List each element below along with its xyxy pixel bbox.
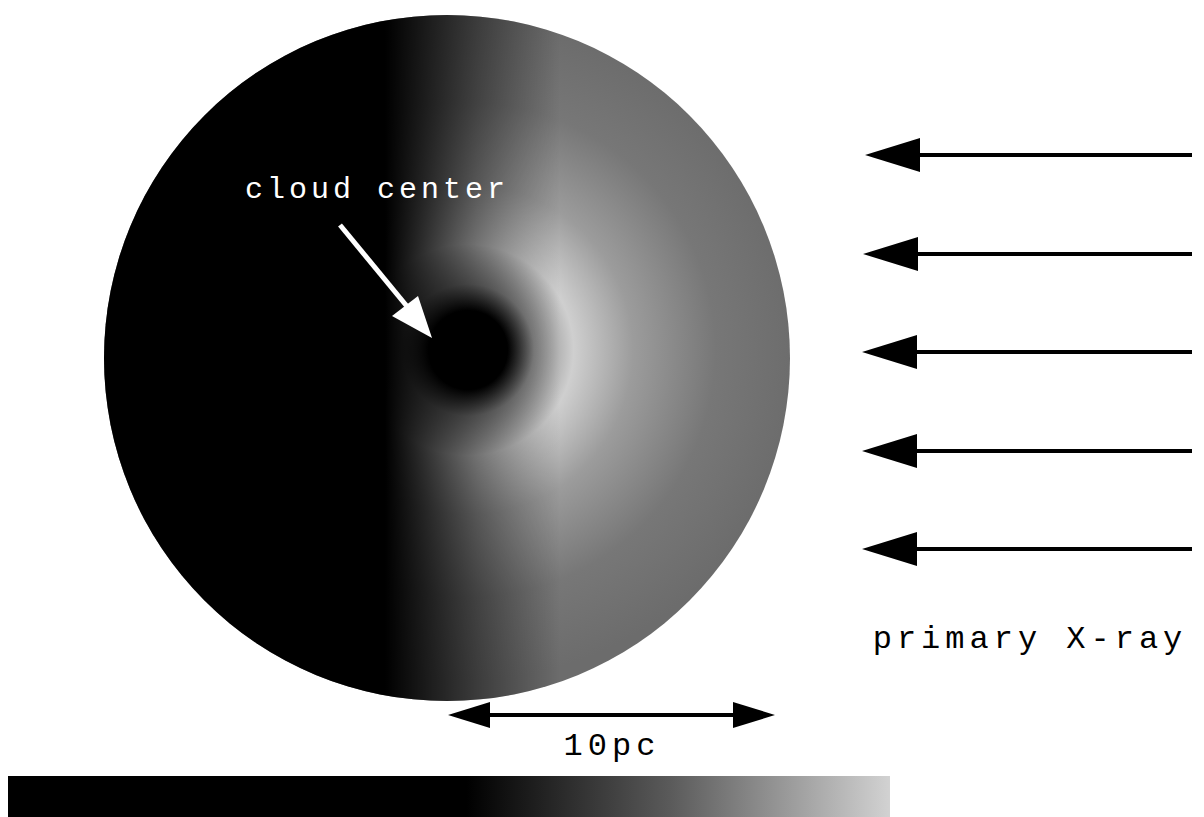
scale-bar: [448, 702, 775, 728]
callout-label: cloud center: [245, 175, 509, 205]
pointer-arrow: [340, 225, 432, 338]
color-bar: [8, 776, 890, 817]
source-label: primary X-ray: [873, 624, 1188, 656]
cloud-map: [100, 10, 800, 710]
scale-label: 10pc: [564, 731, 661, 763]
xray-arrows: [862, 138, 1192, 566]
